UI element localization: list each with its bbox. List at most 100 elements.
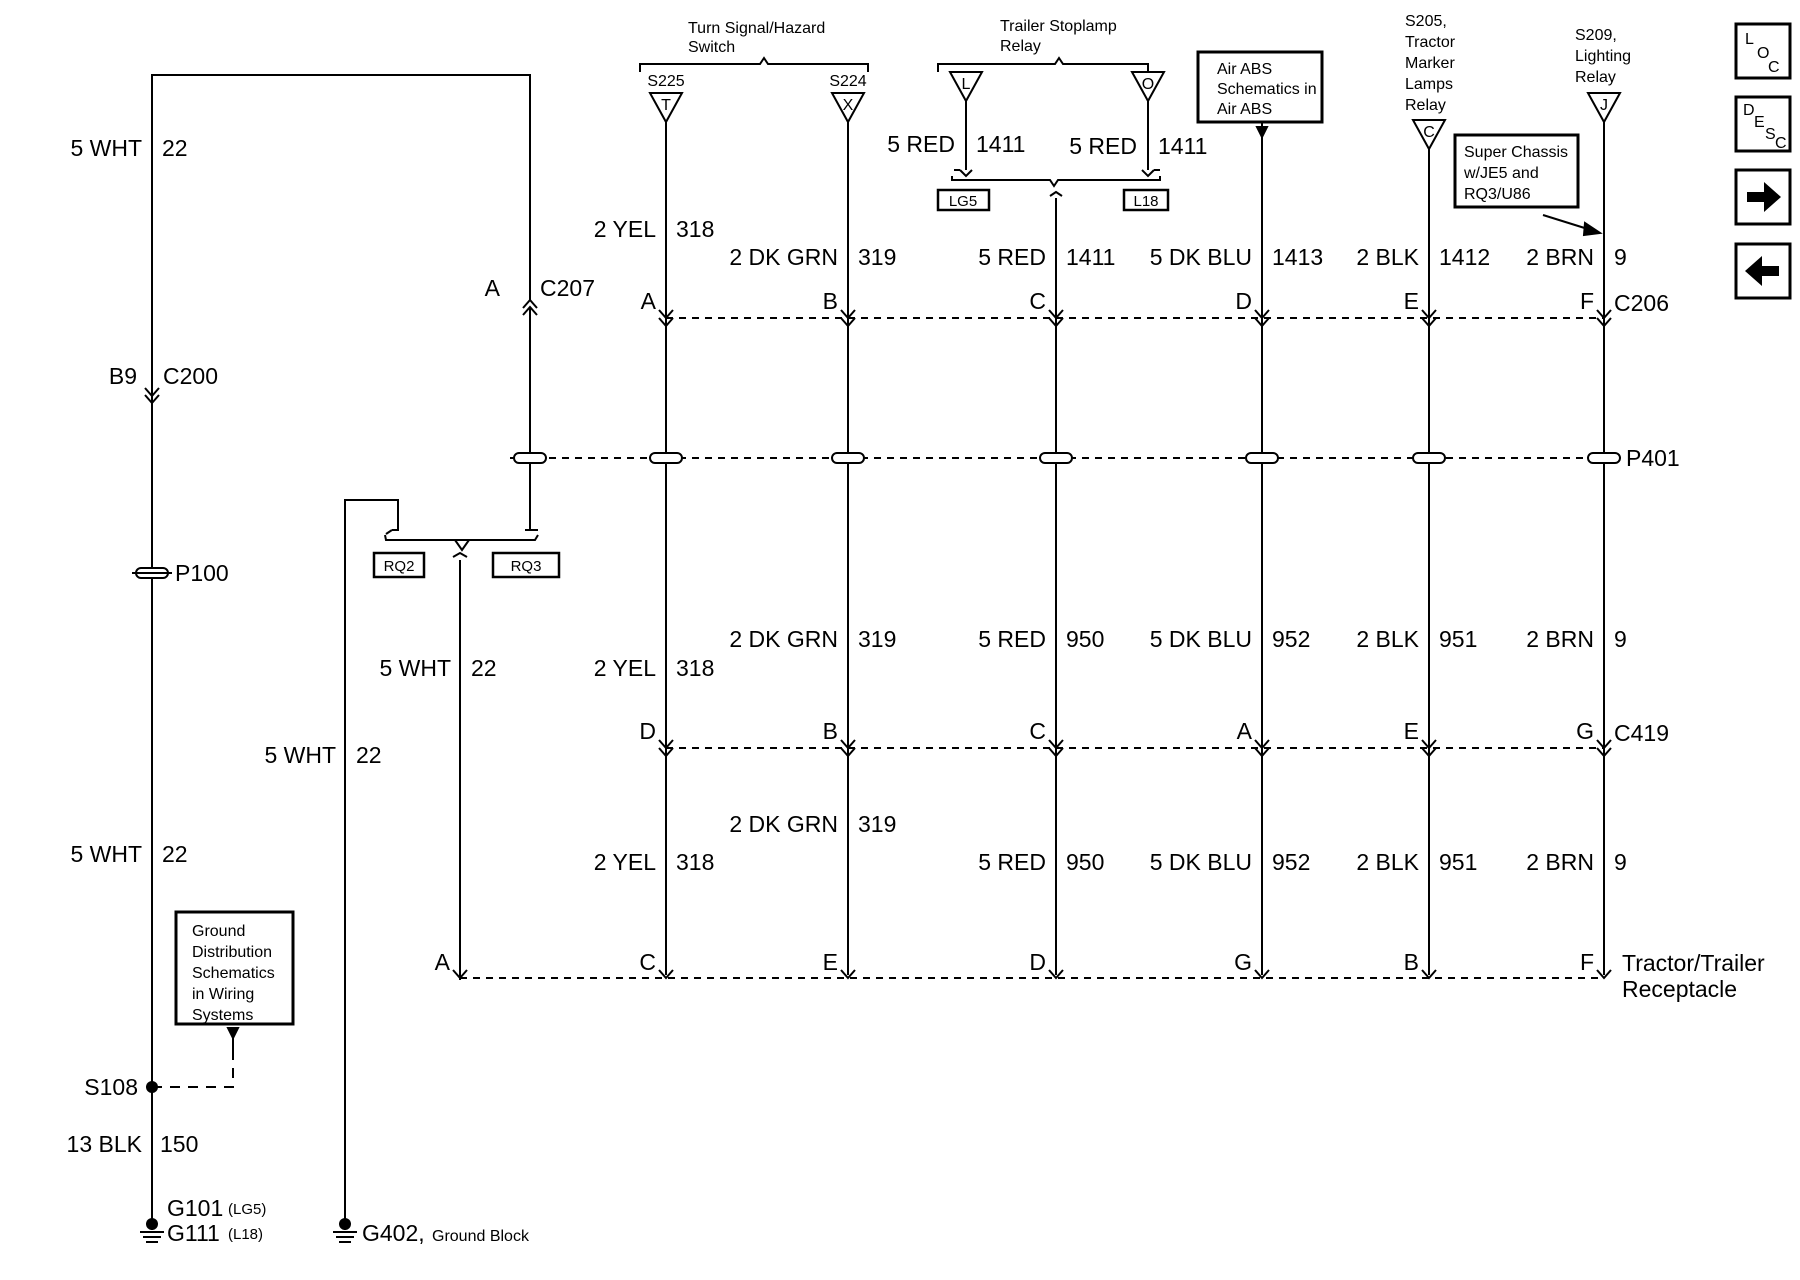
c206-pin-a: A [641, 288, 657, 314]
c200-label: C200 [163, 363, 218, 389]
air-abs-label-2[interactable]: Schematics in [1217, 81, 1317, 98]
g111-option: (L18) [228, 1226, 263, 1243]
s209-pin: J [1600, 97, 1608, 114]
rq2-label: RQ2 [384, 558, 415, 575]
wire-number-rq-22: 22 [471, 655, 497, 681]
wire-number-lower-2: 319 [858, 811, 896, 837]
wire-number-upper-6: 9 [1614, 244, 1627, 270]
c419-pin-b: B [823, 718, 838, 744]
c207-label: C207 [540, 275, 595, 301]
desc-letter-c: C [1775, 135, 1787, 152]
air-abs-label-1[interactable]: Air ABS [1217, 61, 1272, 78]
s225-label: S225 [647, 73, 684, 90]
wire-number-middle-3: 950 [1066, 626, 1104, 652]
wire-color-upper-5: 2 BLK [1356, 244, 1419, 270]
s209-label-2: Lighting [1575, 48, 1631, 65]
wire-number-upper-5: 1412 [1439, 244, 1490, 270]
wire-number-middle-1: 318 [676, 655, 714, 681]
s108-label: S108 [84, 1074, 138, 1100]
s225-terminal [648, 92, 684, 125]
wire-number-middle-6: 9 [1614, 626, 1627, 652]
s205-label-1: S205, [1405, 13, 1447, 30]
ground-box-line4: in Wiring [192, 986, 254, 1003]
wire-number-lower-3: 950 [1066, 849, 1104, 875]
wire-number-middle-4: 952 [1272, 626, 1310, 652]
s108-splice-dot [146, 1081, 158, 1093]
receptacle-pin-c: C [639, 949, 656, 975]
trailer-stoplamp-label-1: Trailer Stoplamp [1000, 18, 1117, 35]
wire-number-lower-4: 952 [1272, 849, 1310, 875]
s108-ground-link [152, 1060, 234, 1088]
wire-color-middle-2: 2 DK GRN [729, 626, 838, 652]
c419-pin-g: G [1576, 718, 1594, 744]
super-chassis-note-box [1453, 133, 1580, 209]
relay-o-pin: O [1142, 76, 1154, 93]
g402-label: G402, [362, 1220, 425, 1246]
wire-label-blk: 13 BLK [67, 1131, 143, 1157]
wire-number-lower-6: 9 [1614, 849, 1627, 875]
s209-label-1: S209, [1575, 27, 1617, 44]
wire-number-upper-3: 1411 [1066, 244, 1115, 270]
g101-label: G101 [167, 1195, 223, 1221]
wire-color-upper-4: 5 DK BLU [1150, 244, 1252, 270]
receptacle-pin-g: G [1234, 949, 1252, 975]
s205-label-5: Relay [1405, 97, 1446, 114]
s209-terminal [1586, 92, 1622, 125]
ground-distribution-box[interactable] [174, 910, 295, 1026]
loc-button[interactable]: L O C [1734, 22, 1792, 80]
wire-color-middle-5: 2 BLK [1356, 626, 1419, 652]
air-abs-label-3[interactable]: Air ABS [1217, 101, 1272, 118]
wire-color-middle-1: 2 YEL [594, 655, 656, 681]
turn-signal-label-2: Switch [688, 39, 735, 56]
s205-label-2: Tractor [1405, 34, 1456, 51]
ground-box-line1: Ground [192, 923, 245, 940]
wire-color-lower-1: 2 YEL [594, 849, 656, 875]
g402-ground-dot [339, 1218, 351, 1230]
l18-label: L18 [1133, 193, 1158, 210]
turn-signal-label-1: Turn Signal/Hazard [688, 20, 825, 37]
wire-number-lower-1: 318 [676, 849, 714, 875]
s224-label: S224 [829, 73, 866, 90]
wire-label-1411-b: 5 RED [1069, 133, 1137, 159]
s205-label-3: Marker [1405, 55, 1455, 72]
wire-number-lower-5: 951 [1439, 849, 1477, 875]
wire-color-upper-6: 2 BRN [1526, 244, 1594, 270]
s224-terminal [830, 92, 866, 125]
super-chassis-label-3: RQ3/U86 [1464, 186, 1531, 203]
wire-number-middle-2: 319 [858, 626, 896, 652]
ground-box-line5: Systems [192, 1007, 253, 1024]
c419-pin-a: A [1237, 718, 1253, 744]
desc-letter-d: D [1743, 102, 1755, 119]
wire-number-left2-22: 22 [162, 841, 188, 867]
s205-label-4: Lamps [1405, 76, 1453, 93]
g111-label: G111 [167, 1220, 220, 1246]
left-power-wire [151, 74, 531, 1230]
wire-color-middle-3: 5 RED [978, 626, 1046, 652]
left-arrow-icon [1745, 256, 1779, 286]
super-chassis-label-1: Super Chassis [1464, 144, 1568, 161]
g111-ground-dot [146, 1218, 158, 1230]
l18-option-box [1122, 188, 1170, 212]
relay-o-terminal [1130, 71, 1166, 104]
c206-pin-b: B [823, 288, 838, 314]
back-button[interactable] [1734, 242, 1792, 300]
forward-button[interactable] [1734, 168, 1792, 226]
c419-pin-d: D [639, 718, 656, 744]
air-abs-reference-box[interactable] [1196, 50, 1324, 124]
wire-label-1411-a: 5 RED [887, 131, 955, 157]
g101-option: (LG5) [228, 1201, 266, 1218]
wire-number-upper-2: 319 [858, 244, 896, 270]
wire-number-g402-22: 22 [356, 742, 382, 768]
desc-button[interactable]: D E S C [1734, 95, 1792, 153]
wire-number-1411-b: 1411 [1158, 133, 1207, 159]
rq3-option-box [491, 551, 561, 579]
trailer-stoplamp-bracket [937, 56, 1149, 72]
p401-grommets [513, 452, 1621, 464]
lg5-label: LG5 [949, 193, 977, 210]
c207-pin: A [485, 275, 501, 301]
wire-color-lower-6: 2 BRN [1526, 849, 1594, 875]
wire-number-upper-4: 1413 [1272, 244, 1323, 270]
ground-box-line3: Schematics [192, 965, 275, 982]
wire-labels: 2 YEL 318 2 DK GRN 319 5 RED 1411 5 DK BLU 1413… [594, 216, 1627, 875]
wire-color-lower-3: 5 RED [978, 849, 1046, 875]
